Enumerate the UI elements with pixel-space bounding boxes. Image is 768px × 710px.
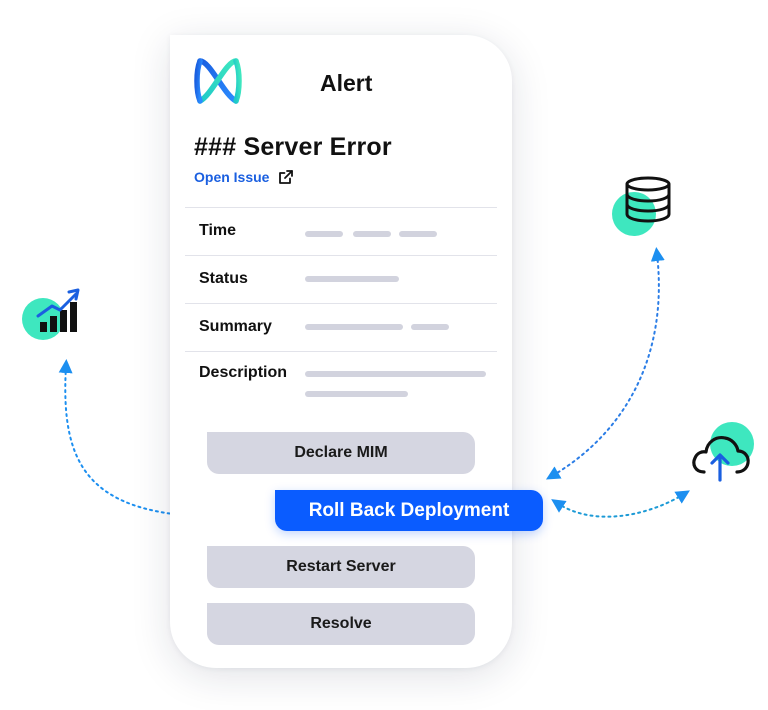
field-row-time: Time [185, 207, 497, 256]
value-placeholder [305, 324, 403, 330]
field-label-description: Description [199, 364, 288, 381]
value-placeholder [305, 391, 408, 397]
open-issue-label: Open Issue [194, 169, 270, 185]
alert-card: Alert ### Server Error Open Issue Time S… [170, 35, 512, 668]
resolve-button[interactable]: Resolve [207, 603, 475, 645]
external-link-icon [279, 170, 294, 184]
field-label-summary: Summary [199, 318, 272, 335]
value-placeholder [305, 276, 399, 282]
declare-mim-button[interactable]: Declare MIM [207, 432, 475, 474]
value-placeholder [305, 231, 343, 237]
open-issue-link[interactable]: Open Issue [194, 169, 294, 185]
app-logo-icon [194, 58, 242, 104]
analytics-chart-icon [22, 284, 84, 342]
value-placeholder [399, 231, 437, 237]
database-icon [612, 174, 674, 238]
field-row-description: Description [185, 351, 497, 412]
cloud-upload-icon [690, 420, 758, 484]
error-heading: ### Server Error [194, 133, 392, 161]
value-placeholder [353, 231, 391, 237]
roll-back-deployment-button[interactable]: Roll Back Deployment [275, 490, 543, 531]
value-placeholder [305, 371, 486, 377]
field-row-status: Status [185, 255, 497, 304]
value-placeholder [411, 324, 449, 330]
connector-database-to-actions [545, 247, 665, 480]
restart-server-button[interactable]: Restart Server [207, 546, 475, 588]
field-label-status: Status [199, 270, 248, 287]
connector-cloud-to-actions [551, 490, 690, 518]
field-label-time: Time [199, 222, 237, 239]
alert-title: Alert [320, 70, 373, 96]
field-row-summary: Summary [185, 303, 497, 352]
